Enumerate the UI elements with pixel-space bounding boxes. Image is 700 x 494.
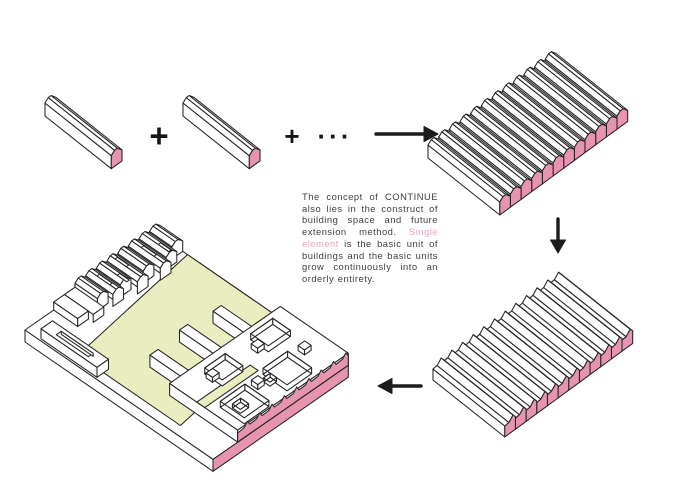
arrow-down-icon: [550, 217, 566, 254]
single-element-2: [182, 94, 261, 170]
combined-slab: [427, 51, 629, 216]
arrow-left-icon: [377, 378, 423, 394]
concept-description: The concept of CONTINUE also lies in the…: [302, 191, 438, 285]
wave-transition-slab: [432, 271, 634, 438]
description-part2: is the basic unit of buildings and the b…: [302, 237, 438, 284]
arrow-right-icon: [374, 126, 439, 142]
single-element-1: [44, 94, 123, 170]
plus-icon-2: +: [284, 121, 300, 151]
building-complex: [24, 223, 349, 472]
description-part1: The concept of CONTINUE also lies in the…: [302, 191, 438, 238]
ellipsis-icon: ···: [317, 121, 353, 151]
plus-icon-1: +: [149, 117, 169, 154]
description-highlight: Single element: [302, 226, 438, 249]
